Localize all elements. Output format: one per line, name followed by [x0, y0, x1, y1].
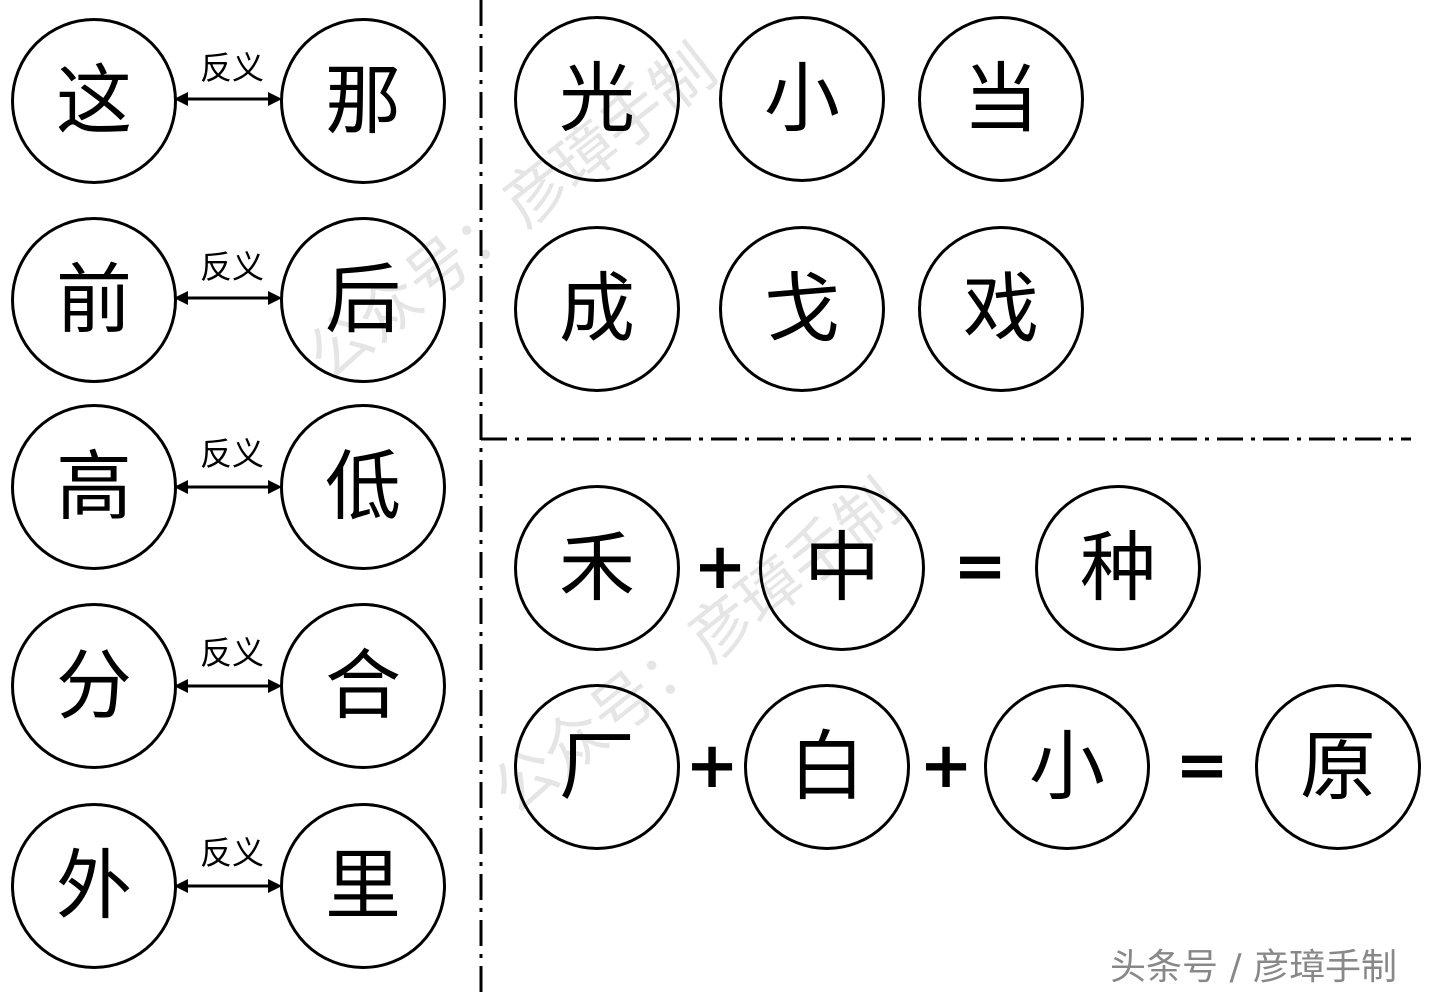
double-arrow-icon — [174, 92, 282, 106]
char-circle: 光 — [514, 16, 680, 182]
horizontal-divider — [481, 437, 1411, 441]
relation-label: 反义 — [199, 435, 264, 473]
char-circle-part: 厂 — [514, 684, 680, 850]
credit-text: 头条号 / 彦璋手制 — [1110, 947, 1398, 988]
double-arrow-icon — [174, 879, 282, 893]
relation-label: 反义 — [199, 49, 264, 87]
char-circle-part: 禾 — [514, 485, 680, 651]
equals-sign: = — [953, 530, 1007, 604]
char-circle-left: 这 — [11, 18, 177, 184]
plus-sign: + — [685, 729, 739, 803]
char-circle-result: 种 — [1035, 485, 1201, 651]
char-circle-left: 外 — [11, 803, 177, 969]
plus-sign: + — [919, 729, 973, 803]
equals-sign: = — [1175, 729, 1229, 803]
vertical-divider — [479, 0, 483, 992]
char-circle-part: 小 — [984, 684, 1150, 850]
char-circle: 戈 — [719, 226, 885, 392]
char-circle-left: 高 — [11, 404, 177, 570]
char-circle-right: 那 — [280, 18, 446, 184]
double-arrow-icon — [174, 679, 282, 693]
char-circle-right: 里 — [280, 803, 446, 969]
char-circle: 小 — [719, 16, 885, 182]
double-arrow-icon — [174, 291, 282, 305]
relation-label: 反义 — [199, 834, 264, 872]
char-circle: 成 — [514, 226, 680, 392]
char-circle-right: 合 — [280, 603, 446, 769]
char-circle: 戏 — [918, 226, 1084, 392]
relation-label: 反义 — [199, 248, 264, 286]
char-circle-result: 原 — [1255, 684, 1421, 850]
char-circle-left: 前 — [11, 217, 177, 383]
char-circle: 当 — [918, 16, 1084, 182]
plus-sign: + — [693, 530, 747, 604]
double-arrow-icon — [174, 480, 282, 494]
char-circle-left: 分 — [11, 603, 177, 769]
char-circle-part: 中 — [759, 485, 925, 651]
char-circle-part: 白 — [744, 684, 910, 850]
char-circle-right: 低 — [280, 404, 446, 570]
relation-label: 反义 — [199, 634, 264, 672]
char-circle-right: 后 — [280, 217, 446, 383]
